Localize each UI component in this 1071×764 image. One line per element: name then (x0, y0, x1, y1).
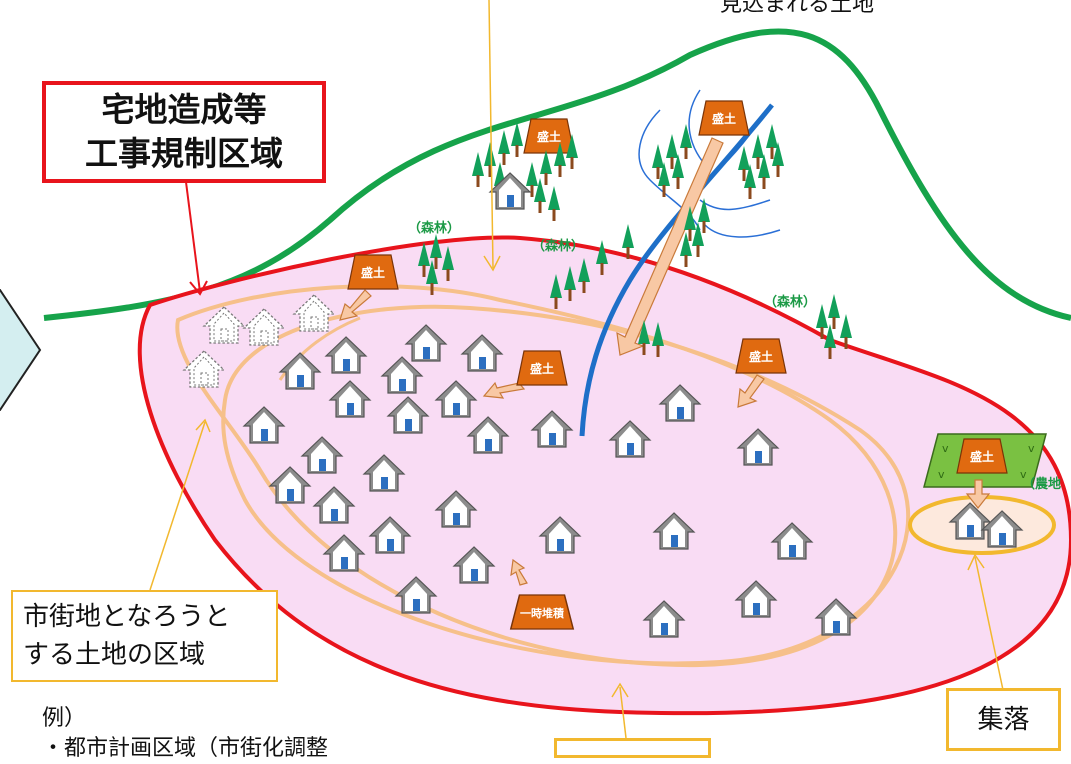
fill-label-4: 盛土 (530, 361, 554, 376)
urban-ring-inner (221, 304, 911, 666)
regulated-zone (137, 235, 1071, 716)
pointer-urban (149, 421, 206, 591)
pointer-title (185, 181, 201, 293)
fill-label-5: 盛土 (749, 349, 773, 364)
pointer-village (974, 556, 1004, 691)
flow-arrow-4 (965, 479, 991, 509)
svg-text:v: v (938, 468, 945, 481)
flow-arrow-5 (510, 558, 528, 586)
river (579, 103, 774, 437)
village-callout: 集落 (946, 688, 1061, 751)
fill-label-2: 盛土 (712, 111, 736, 126)
ridge-line (43, 28, 1071, 321)
title-line-2: 工事規制区域 (85, 134, 283, 173)
regulation-zone-title: 宅地造成等 工事規制区域 (42, 81, 326, 183)
farmland-label: （農地 (1022, 476, 1061, 492)
forest-label-2: （森林） (532, 238, 584, 254)
title-line-1: 宅地造成等 (101, 90, 267, 129)
flow-arrow-3 (737, 374, 765, 408)
temp-pile-label: 一時堆積 (520, 606, 565, 620)
svg-text:v: v (1020, 468, 1027, 481)
flow-arrow-2 (482, 381, 526, 399)
svg-text:v: v (942, 442, 949, 455)
fill-label-1: 盛土 (537, 129, 561, 144)
flow-arrow-1 (339, 289, 372, 321)
fill-label-3: 盛土 (361, 265, 385, 280)
side-chevron (0, 289, 42, 411)
forest-label-3: （森林） (764, 294, 816, 310)
stream-4 (699, 199, 771, 211)
example-text: 例） ・都市計画区域（市街化調整 (42, 704, 328, 764)
stream-5 (704, 224, 781, 238)
pointer-bottom (619, 686, 627, 739)
top-partial-text: 見込まれる土地 (720, 0, 875, 17)
example-line-2: ・都市計画区域（市街化調整 (42, 736, 329, 761)
bottom-callout (554, 738, 711, 758)
flow-arrow-mountain (616, 137, 724, 356)
urban-callout-line-2: する土地の区域 (23, 640, 206, 670)
urban-area-callout: 市街地となろうと する土地の区域 (11, 590, 278, 682)
forest-label-1: （森林） (408, 220, 460, 236)
svg-text:v: v (1028, 442, 1035, 455)
urban-callout-line-1: 市街地となろうと (23, 602, 231, 632)
pointer-top (488, 0, 494, 269)
fill-label-6: 盛土 (970, 449, 994, 464)
example-line-1: 例） (42, 706, 87, 731)
